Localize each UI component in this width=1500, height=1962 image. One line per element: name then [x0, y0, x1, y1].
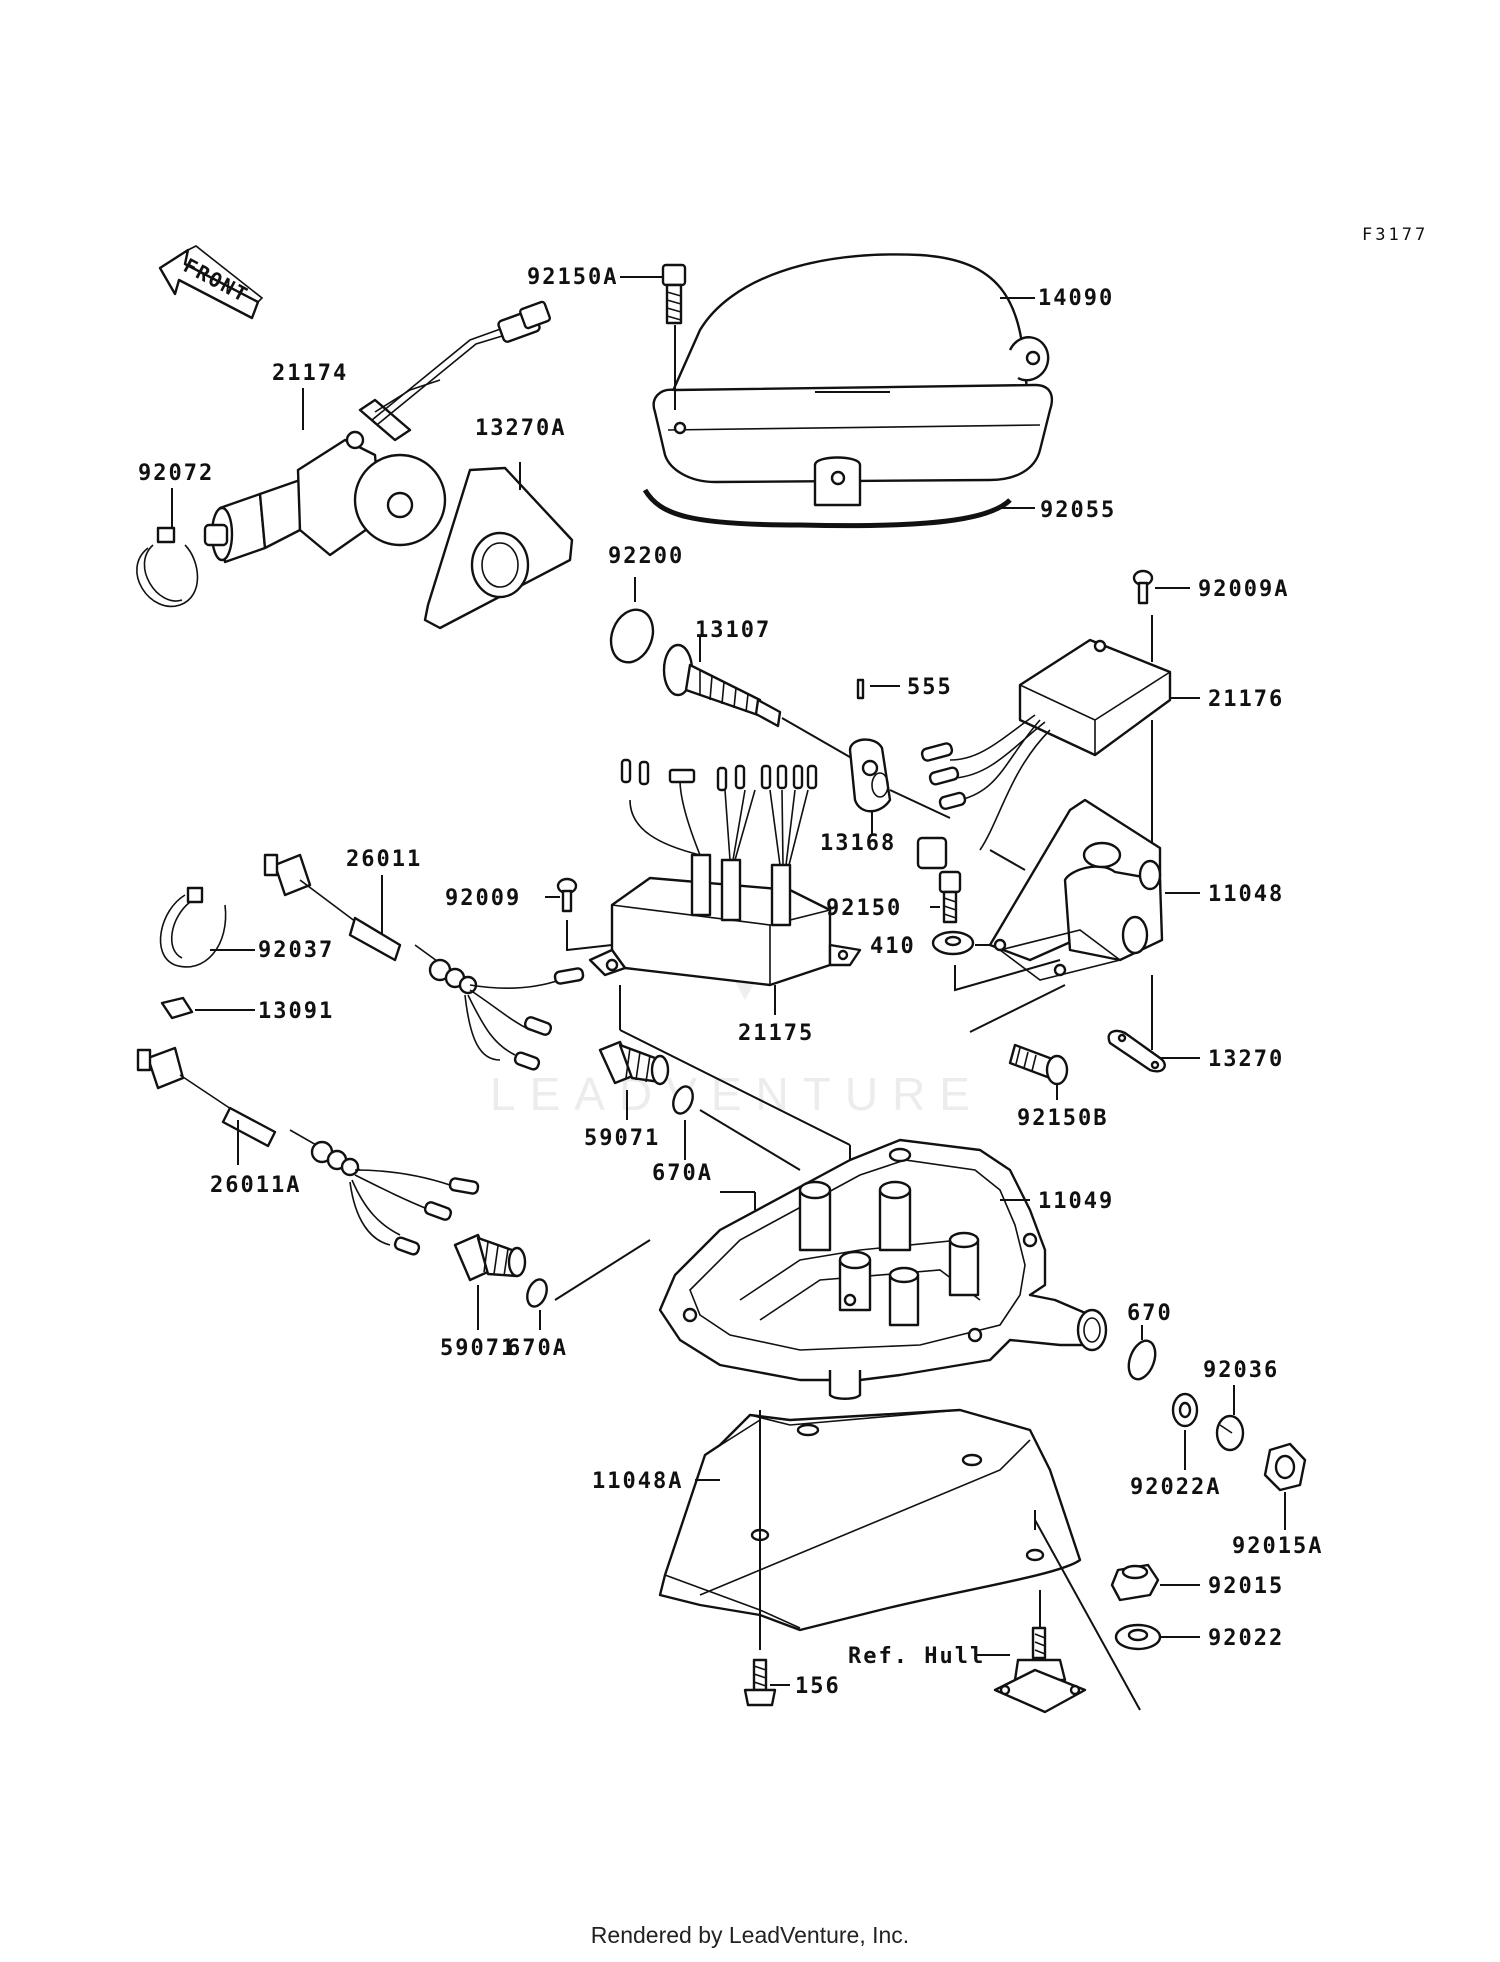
label-670: 670	[1127, 1301, 1173, 1326]
label-92037: 92037	[258, 938, 334, 963]
label-156: 156	[795, 1674, 841, 1699]
label-92200: 92200	[608, 544, 684, 569]
leader-92150B	[969, 984, 1066, 1033]
label-92072: 92072	[138, 461, 214, 486]
label-92015: 92015	[1208, 1574, 1284, 1599]
part-92150A-bolt[interactable]	[661, 263, 687, 325]
part-13270-plate[interactable]	[1107, 1029, 1166, 1073]
label-11048: 11048	[1208, 882, 1284, 907]
part-21175-box[interactable]	[588, 758, 862, 987]
label-14090: 14090	[1038, 286, 1114, 311]
part-ref-hull-mount[interactable]	[993, 1626, 1087, 1714]
part-92037-tie[interactable]	[159, 886, 227, 968]
label-670A-b: 670A	[507, 1336, 568, 1361]
part-92015-nut[interactable]	[1110, 1563, 1160, 1602]
leader-21175-b	[619, 1029, 851, 1146]
front-arrow-icon: FRONT	[158, 245, 264, 320]
part-11049-housing[interactable]	[658, 1138, 1108, 1400]
part-92200-oring[interactable]	[604, 604, 660, 668]
label-92022A: 92022A	[1130, 1475, 1221, 1500]
label-410: 410	[870, 934, 916, 959]
label-92150B: 92150B	[1017, 1106, 1108, 1131]
label-92009: 92009	[445, 886, 521, 911]
leader-670A-b-2	[554, 1239, 651, 1301]
part-13168-lever[interactable]	[848, 738, 892, 813]
part-11048-bracket[interactable]	[988, 798, 1164, 981]
part-670A-oring-a[interactable]	[670, 1084, 696, 1116]
part-21174-motor[interactable]	[203, 300, 551, 564]
label-11049: 11049	[1038, 1189, 1114, 1214]
part-410-washer[interactable]	[931, 930, 975, 956]
label-670A-a: 670A	[652, 1161, 713, 1186]
label-92036: 92036	[1203, 1358, 1279, 1383]
part-555-pin[interactable]	[856, 678, 865, 700]
label-92022: 92022	[1208, 1626, 1284, 1651]
label-ref-hull: Ref. Hull	[848, 1644, 985, 1669]
leader-670A-a-2	[699, 1109, 801, 1171]
label-21176: 21176	[1208, 687, 1284, 712]
part-92015A-nut[interactable]	[1263, 1442, 1307, 1492]
label-21175: 21175	[738, 1021, 814, 1046]
part-59071-fitting-b[interactable]	[453, 1233, 527, 1282]
label-26011A: 26011A	[210, 1173, 301, 1198]
part-13107-shaft[interactable]	[662, 643, 782, 728]
label-11048A: 11048A	[592, 1469, 683, 1494]
part-92009A-screw[interactable]	[1132, 569, 1154, 605]
part-26011A-harness[interactable]	[136, 1046, 480, 1256]
part-21176-regulator[interactable]	[916, 638, 1172, 870]
part-670A-oring-b[interactable]	[524, 1277, 550, 1309]
watermark-text: LEADVENTURE	[490, 1068, 984, 1120]
part-14090-cover[interactable]	[652, 253, 1054, 507]
part-26011-harness[interactable]	[263, 853, 585, 1071]
part-92150-bolt[interactable]	[938, 870, 962, 924]
label-13091: 13091	[258, 999, 334, 1024]
part-59071-fitting-a[interactable]	[598, 1040, 670, 1086]
label-13270: 13270	[1208, 1047, 1284, 1072]
part-11048A-guard[interactable]	[658, 1408, 1082, 1632]
leader-coupler	[989, 849, 1026, 871]
label-92150: 92150	[826, 896, 902, 921]
part-13270A-gasket[interactable]	[423, 466, 574, 630]
part-92055-seal[interactable]	[642, 488, 1012, 529]
part-92072-tie[interactable]	[136, 526, 199, 608]
label-26011: 26011	[346, 847, 422, 872]
label-59071-b: 59071	[440, 1336, 516, 1361]
label-59071-a: 59071	[584, 1126, 660, 1151]
footer-credit: Rendered by LeadVenture, Inc.	[590, 1922, 910, 1948]
part-92022-washer[interactable]	[1114, 1623, 1162, 1651]
label-92009A: 92009A	[1198, 577, 1289, 602]
leader-13107	[781, 717, 856, 761]
figure-code: F3177	[1362, 225, 1428, 245]
label-92150A: 92150A	[527, 265, 618, 290]
part-13091-clip[interactable]	[160, 996, 194, 1020]
leader-92009	[566, 920, 613, 952]
label-21174: 21174	[272, 361, 348, 386]
label-555: 555	[907, 675, 953, 700]
part-92022A-washer[interactable]	[1171, 1392, 1199, 1428]
label-92015A: 92015A	[1232, 1534, 1323, 1559]
label-13270A: 13270A	[475, 416, 566, 441]
leader-washer-stack	[1034, 1519, 1141, 1711]
part-670-oring[interactable]	[1124, 1337, 1160, 1383]
label-92055: 92055	[1040, 498, 1116, 523]
leader-13168	[889, 789, 951, 819]
part-92009-screw[interactable]	[556, 877, 578, 913]
part-92036-washer[interactable]	[1215, 1414, 1245, 1452]
label-13168: 13168	[820, 831, 896, 856]
label-13107: 13107	[695, 618, 771, 643]
part-156-bolt[interactable]	[743, 1658, 777, 1707]
part-92150B-bolt[interactable]	[1008, 1043, 1069, 1086]
leader-410	[954, 959, 1061, 992]
